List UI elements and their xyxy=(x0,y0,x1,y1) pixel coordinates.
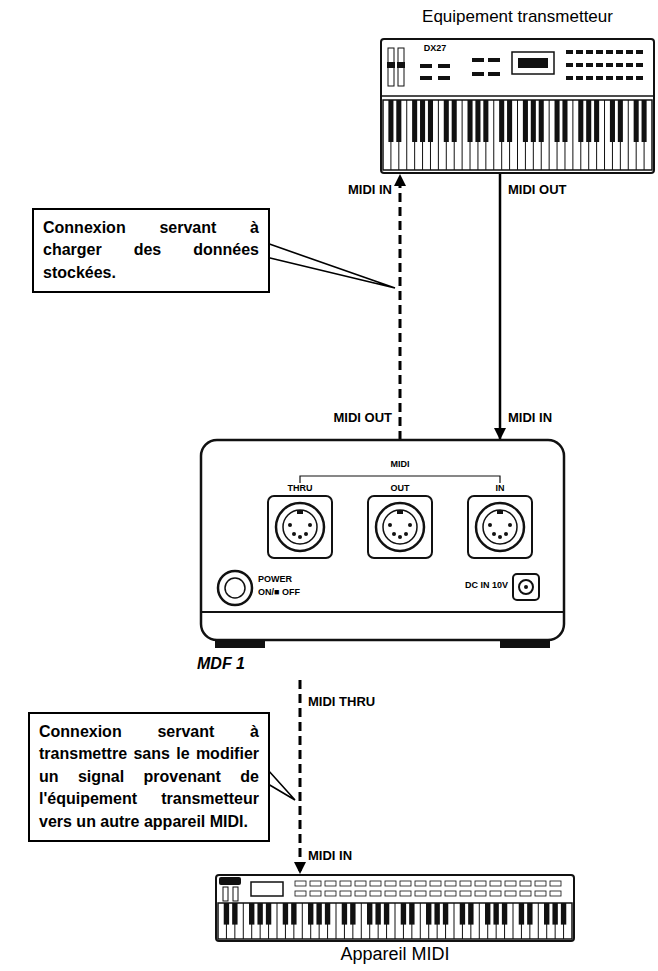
device-label: MDF 1 xyxy=(197,654,245,673)
midi-device: Appareil MIDI xyxy=(215,874,575,968)
panel-label: IN xyxy=(496,484,505,494)
port-label: MIDI IN xyxy=(508,411,552,425)
callout-pointer xyxy=(268,244,395,288)
port-label: MIDI OUT xyxy=(334,411,393,425)
transmitter-keyboard: Equipement transmetteur xyxy=(380,2,655,174)
callout-pointer xyxy=(268,770,295,800)
callout-text: Connexion servant à transmettre sans le … xyxy=(39,721,259,833)
port-label: MIDI OUT xyxy=(508,183,567,197)
callout-text: Connexion servant à charger des données … xyxy=(43,217,259,284)
panel-label: POWER xyxy=(258,575,292,585)
panel-label: THRU xyxy=(288,484,313,494)
dashed-midi-cable xyxy=(399,174,402,440)
mdf-unit: MDF 1 xyxy=(195,440,570,680)
device-label: Equipement transmetteur xyxy=(380,2,655,28)
dashed-midi-cable xyxy=(299,680,302,874)
keyboard-illustration xyxy=(215,874,575,942)
callout-box: Connexion servant à transmettre sans le … xyxy=(28,712,270,842)
port-label: MIDI IN xyxy=(348,183,392,197)
mdf-illustration xyxy=(195,440,570,650)
midi-cable xyxy=(499,174,502,440)
panel-label: DC IN 10V xyxy=(465,581,508,591)
device-label: Appareil MIDI xyxy=(215,944,575,966)
port-label: MIDI IN xyxy=(308,849,352,863)
panel-label: ON/■ OFF xyxy=(258,588,300,598)
keyboard-illustration xyxy=(380,38,655,174)
callout-box: Connexion servant à charger des données … xyxy=(32,208,270,293)
model-name: DX27 xyxy=(424,44,447,54)
panel-label: MIDI xyxy=(391,460,410,470)
port-label: MIDI THRU xyxy=(308,695,375,709)
panel-label: OUT xyxy=(391,484,410,494)
